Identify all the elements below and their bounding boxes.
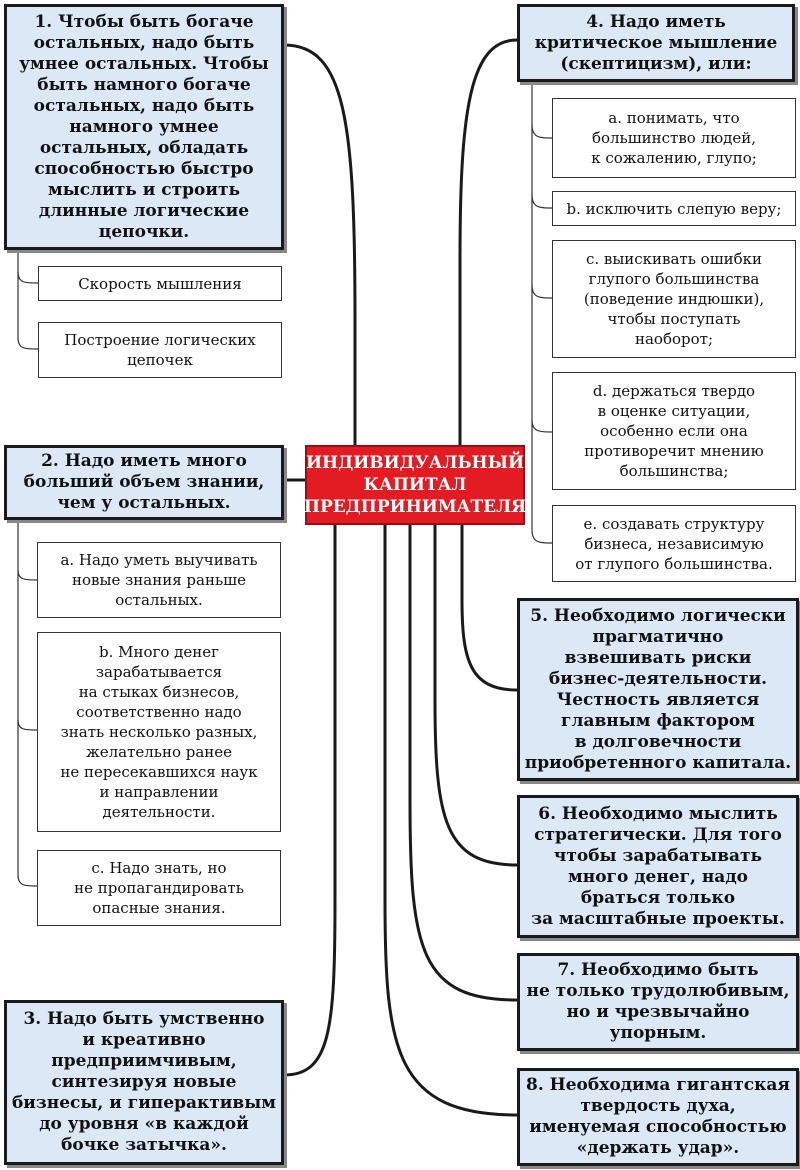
item-4-box: 4. Надо иметь критическое мышление (скеп… bbox=[517, 4, 795, 82]
connector-to-item-7 bbox=[408, 523, 519, 1002]
connector-to-item-3 bbox=[282, 523, 337, 1077]
item-4-sub-a: a. понимать, что большинство людей, к со… bbox=[552, 98, 796, 178]
sub-connector-1a bbox=[17, 250, 39, 284]
sub-connector-1b bbox=[17, 272, 39, 350]
sub-connector-2c bbox=[17, 720, 38, 887]
item-4-sub-e: e. создавать структуру бизнеса, независи… bbox=[552, 505, 796, 582]
item-5-box: 5. Необходимо логически прагматично взве… bbox=[517, 598, 799, 781]
item-8-box: 8. Необходима гигантская твердость духа,… bbox=[517, 1068, 799, 1166]
connector-to-item-8 bbox=[383, 523, 519, 1117]
item-7-box: 7. Необходимо быть не только трудолюбивы… bbox=[517, 953, 799, 1051]
item-2-sub-a: a. Надо уметь выучивать новые знания ран… bbox=[37, 542, 281, 618]
item-1-sub-a: Скорость мышления bbox=[38, 266, 282, 301]
item-1-sub-b: Построение логических цепочек bbox=[38, 322, 282, 378]
item-4-sub-b: b. исключить слепую веру; bbox=[552, 191, 796, 226]
item-3-box: 3. Надо быть умственно и креативно предп… bbox=[4, 1000, 284, 1165]
sub-connector-2a bbox=[17, 520, 38, 581]
connector-to-item-1 bbox=[282, 43, 357, 447]
central-topic: ИНДИВИДУАЛЬНЫЙ КАПИТАЛ ПРЕДПРИНИМАТЕЛЯ bbox=[304, 445, 526, 525]
sub-connector-4a bbox=[531, 82, 553, 139]
item-2-sub-c: c. Надо знать, но не пропагандировать оп… bbox=[37, 850, 281, 926]
sub-connector-4c bbox=[531, 195, 553, 299]
item-6-box: 6. Необходимо мыслить стратегически. Для… bbox=[517, 795, 799, 938]
item-2-sub-b: b. Много денег зарабатывается на стыках … bbox=[37, 632, 281, 832]
item-2-box: 2. Надо иметь много больший объем знании… bbox=[4, 445, 284, 520]
sub-connector-4d bbox=[531, 285, 553, 433]
sub-connector-2b bbox=[17, 570, 38, 731]
item-1-box: 1. Чтобы быть богаче остальных, надо быт… bbox=[4, 4, 284, 250]
connector-to-item-4 bbox=[458, 38, 519, 447]
connector-to-item-6 bbox=[433, 523, 519, 867]
sub-connector-4e bbox=[531, 420, 553, 544]
connector-to-item-5 bbox=[460, 523, 519, 692]
item-4-sub-c: c. выискивать ошибки глупого большинства… bbox=[552, 240, 796, 358]
item-4-sub-d: d. держаться твердо в оценке ситуации, о… bbox=[552, 372, 796, 490]
